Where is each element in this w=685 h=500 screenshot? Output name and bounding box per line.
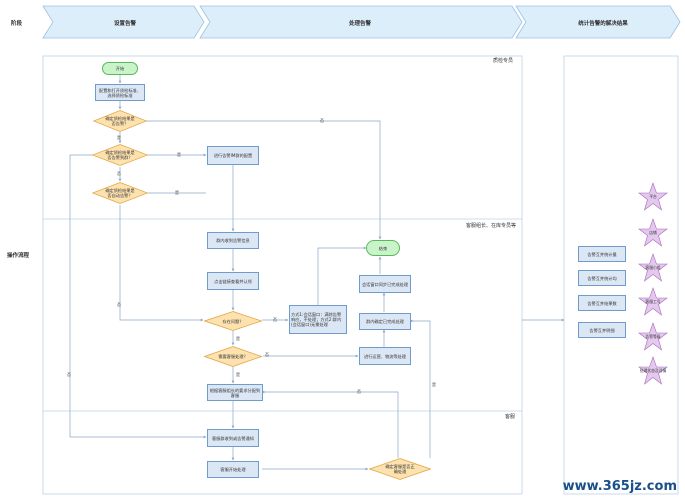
edge-label-yes: 是 <box>175 190 179 195</box>
lane-cs-title: 客服 <box>504 414 515 420</box>
stage-2-chevron <box>199 5 523 39</box>
edge-label-no: 否 <box>357 389 361 394</box>
stat-node-1: 告警互并统计量 <box>578 246 626 262</box>
confirm-alarm-label: 确定质检结果是否告警？ <box>105 116 135 126</box>
star-label-3: 客服小组 <box>645 264 661 270</box>
cs-confirm-label: 确定客服是否正确处理 <box>385 464 415 474</box>
confirm-auto-label: 确定质检结果是否自动告警？ <box>105 188 135 198</box>
assign-cs-node: 根据客服组长的要求分配到客服 <box>207 384 263 401</box>
star-label-1: 平台 <box>649 193 657 199</box>
cs-confirm-decision: 确定客服是否正确处理 <box>369 458 431 480</box>
im-config-node: 进行告警IM群的配置 <box>207 146 259 165</box>
ack-node: 点击链接查看并认领 <box>207 272 259 290</box>
stat-node-3: 告警互并结果数 <box>578 295 626 311</box>
star-dimension-6: 处理状态及详情 <box>638 356 668 386</box>
star-label-2: 店铺 <box>649 229 657 235</box>
lane-qa-title: 质检专员 <box>492 58 513 64</box>
star-dimension-3: 客服小组 <box>638 253 668 283</box>
has-issue-decision: 存在问题？ <box>204 311 262 331</box>
lane-cs-lead-title: 客服组长、在库专员等 <box>465 223 516 229</box>
has-issue-label: 存在问题？ <box>222 318 244 324</box>
lane-pool <box>42 55 523 495</box>
stage-3-chevron <box>515 5 681 39</box>
ops-process-node: 进行运营、物流等处理 <box>359 347 411 365</box>
row-label: 操作流程 <box>7 253 30 259</box>
edge-label-no: 否 <box>117 302 121 307</box>
confirm-im-decision: 确定质检结果是否告警到群？ <box>92 144 148 166</box>
star-dimension-1: 平台 <box>638 182 668 212</box>
end-node: 结束 <box>366 240 400 256</box>
group-confirm-node: 群内确定已完成处理 <box>359 313 411 330</box>
start-node: 开始 <box>102 62 138 75</box>
site-watermark: www.365jz.com <box>562 479 677 494</box>
edge-label-yes: 是 <box>236 372 240 377</box>
phase-label: 阶段 <box>11 21 23 27</box>
stat-node-4: 告警互并明细 <box>578 322 626 338</box>
need-cs-label: 需要客服处理？ <box>218 354 248 359</box>
star-label-5: 告警等级 <box>645 333 661 339</box>
edge-label-no: 否 <box>117 171 121 176</box>
stage-1-chevron <box>42 5 205 39</box>
stat-node-2: 告警互并统计均 <box>578 270 626 286</box>
edge-label-no: 否 <box>273 317 277 322</box>
confirm-alarm-decision: 确定质检结果是否告警？ <box>93 110 147 132</box>
edge-label-yes: 是 <box>432 382 436 387</box>
need-cs-decision: 需要客服处理？ <box>204 346 262 367</box>
edge-label-yes: 是 <box>236 336 240 341</box>
config-qa-node: 配置和打开质检标准、选择质检标准 <box>95 84 145 101</box>
group-receive-node: 群内收到告警信息 <box>207 232 259 249</box>
star-dimension-5: 告警等级 <box>638 322 668 352</box>
confirm-auto-decision: 确定质检结果是否自动告警？ <box>92 182 148 204</box>
stage-1-label: 设置告警 <box>113 21 136 27</box>
header-chevrons <box>42 5 681 39</box>
sync-node: 会话窗口同步已完成处理 <box>359 275 411 293</box>
cs-receive-node: 客服群收到或告警通知 <box>207 429 259 447</box>
star-label-6: 处理状态及详情 <box>639 367 667 373</box>
star-dimension-4: 客服工号 <box>638 287 668 317</box>
stats-pool <box>563 55 679 495</box>
edge-label-no: 否 <box>320 118 324 123</box>
star-dimension-2: 店铺 <box>638 218 668 248</box>
stage-3-label: 统计告警的解决结果 <box>578 21 628 27</box>
star-label-4: 客服工号 <box>645 298 661 304</box>
edge-label-no: 否 <box>265 352 269 357</box>
cs-process-node: 客服开始处理 <box>207 461 259 478</box>
edge-label-no: 否 <box>67 372 71 377</box>
method-node: 方式1:会话窗口：满除告警响应，不处理；方式2:群内(会话窗口)无需处理 <box>289 305 347 334</box>
stage-2-label: 处理告警 <box>348 21 371 27</box>
edge-label-yes: 是 <box>177 152 181 157</box>
edge-label-yes: 是 <box>117 135 121 140</box>
confirm-im-label: 确定质检结果是否告警到群？ <box>105 150 135 160</box>
